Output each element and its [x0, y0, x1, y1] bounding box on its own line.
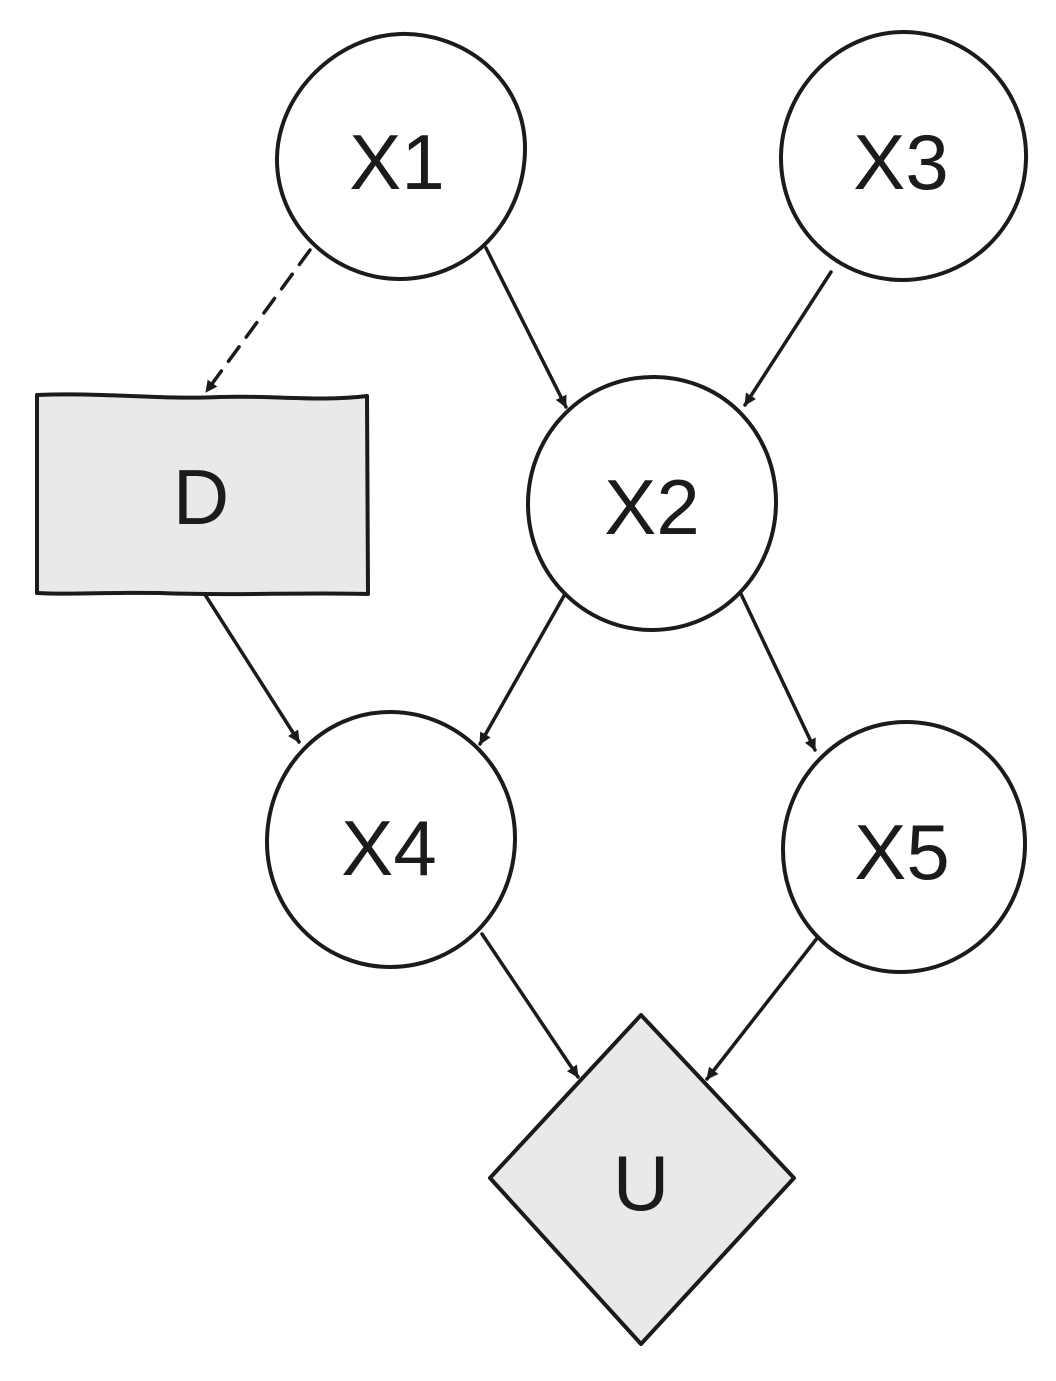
node-x4-shape — [264, 709, 518, 969]
node-x2-label: X2 — [604, 463, 699, 551]
node-x2[interactable]: X2 — [526, 374, 778, 632]
edge-x5-to-u — [705, 935, 820, 1081]
edge-x4-to-u — [480, 932, 580, 1079]
node-x3-shape — [778, 29, 1029, 282]
node-x3[interactable]: X3 — [778, 29, 1029, 282]
node-x5-label: X5 — [854, 808, 949, 896]
node-u-shape — [488, 1013, 796, 1346]
node-x1-shape — [274, 31, 528, 282]
node-u[interactable]: U — [488, 1013, 796, 1346]
edge-x2-to-x5 — [739, 592, 817, 752]
edge-x1-to-x2 — [484, 246, 568, 409]
node-x4[interactable]: X4 — [264, 709, 518, 969]
edge-x3-to-x2 — [743, 270, 833, 407]
node-x5[interactable]: X5 — [780, 720, 1028, 974]
node-d-label: D — [173, 453, 229, 541]
node-x4-label: X4 — [341, 804, 436, 892]
edge-x1-to-d — [204, 248, 312, 394]
node-d-shape — [35, 392, 370, 597]
node-u-label: U — [613, 1139, 669, 1227]
node-x5-shape — [780, 720, 1028, 974]
edges — [202, 246, 833, 1081]
node-x2-shape — [526, 374, 778, 632]
node-x3-label: X3 — [853, 118, 948, 206]
edge-x2-to-x4 — [478, 592, 567, 746]
node-d[interactable]: D — [35, 392, 370, 597]
node-x1-label: X1 — [349, 118, 444, 206]
edge-d-to-x4 — [202, 591, 301, 744]
node-x1[interactable]: X1 — [274, 31, 528, 282]
